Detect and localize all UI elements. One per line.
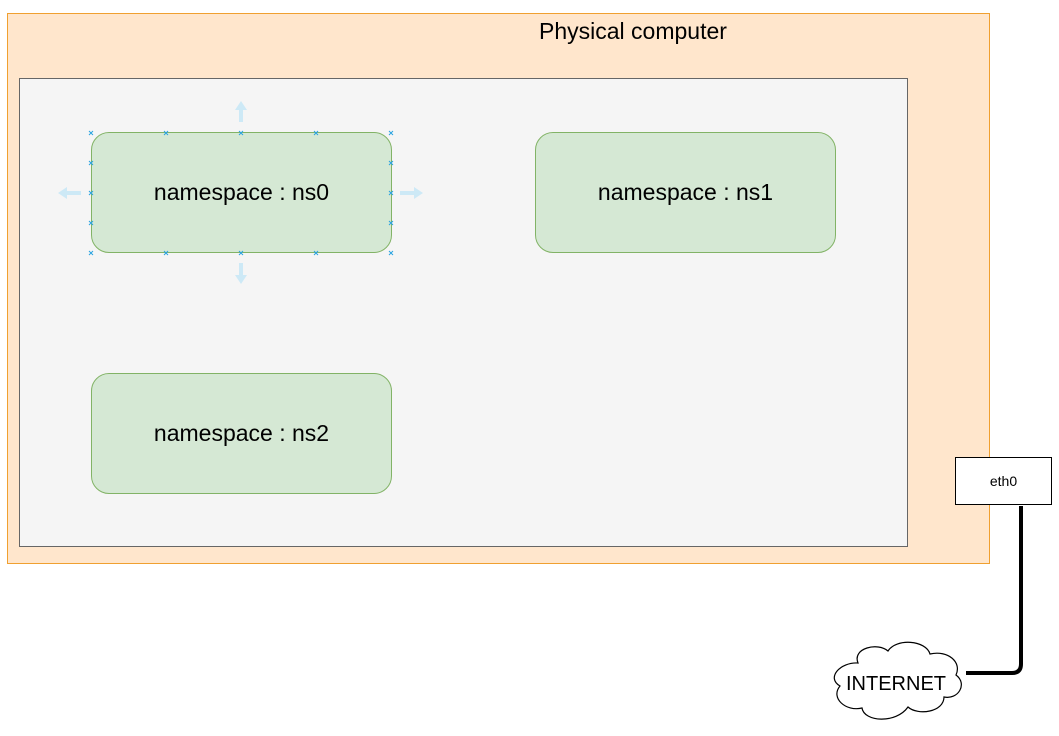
physical-computer-label: Physical computer [539,18,727,44]
eth0-label: eth0 [989,473,1018,489]
namespace-ns2-label: namespace : ns2 [153,420,330,446]
namespace-ns1-label: namespace : ns1 [597,179,774,205]
cloud-label: INTERNET [846,673,946,695]
namespace-ns2[interactable]: namespace : ns2 [91,373,392,494]
namespace-ns0-label: namespace : ns0 [153,179,330,205]
namespace-ns1[interactable]: namespace : ns1 [535,132,836,253]
namespace-ns0[interactable]: namespace : ns0 [91,132,392,253]
eth0-interface[interactable]: eth0 [955,457,1052,505]
